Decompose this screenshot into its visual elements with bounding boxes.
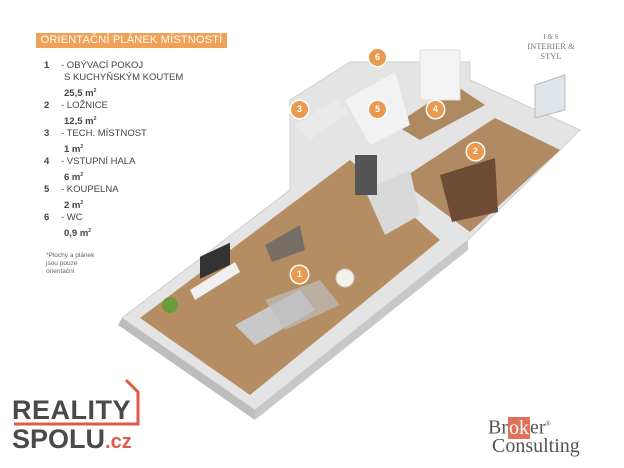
room-area: 25,5 m2 bbox=[64, 87, 97, 99]
reality-spolu-logo: REALITY SPOLU.cz bbox=[12, 378, 140, 457]
room-number: 1 bbox=[44, 60, 50, 71]
living-room-floor bbox=[140, 160, 440, 395]
legend-item: 2 - LOŽNICE bbox=[44, 100, 183, 112]
room-number: 5 bbox=[44, 184, 50, 196]
wall-shadow-right bbox=[255, 240, 468, 420]
room-name: - KOUPELNA bbox=[61, 184, 119, 196]
room-marker-6: 6 bbox=[369, 49, 386, 66]
kitchen-counter bbox=[365, 170, 420, 235]
room-name-cont: S KUCHYŇSKÝM KOUTEM bbox=[64, 72, 184, 84]
room-name: - TECH. MÍSTNOST bbox=[61, 128, 147, 140]
dining-chairs bbox=[265, 225, 305, 262]
room-marker-3: 3 bbox=[291, 101, 308, 118]
room-area: 12,5 m2 bbox=[64, 115, 97, 127]
plant bbox=[162, 297, 178, 313]
wall-shadow bbox=[118, 318, 255, 420]
legend-item: 3 - TECH. MÍSTNOST bbox=[44, 128, 183, 140]
wardrobe bbox=[440, 158, 498, 222]
room-name: - OBÝVACÍ POKOJ bbox=[61, 60, 144, 71]
room-area: 2 m2 bbox=[64, 199, 84, 211]
room-name: - VSTUPNÍ HALA bbox=[61, 156, 136, 168]
room-marker-2: 2 bbox=[467, 143, 484, 160]
room-marker-5: 5 bbox=[369, 101, 386, 118]
legend-item: 5 - KOUPELNA bbox=[44, 184, 183, 196]
tech-room-floor bbox=[295, 100, 350, 140]
room-number: 4 bbox=[44, 156, 50, 168]
legend-item: 1 - OBÝVACÍ POKOJ bbox=[44, 60, 183, 72]
balcony-window bbox=[534, 74, 566, 119]
room-area: 0,9 m2 bbox=[64, 227, 92, 239]
room-area: 6 m2 bbox=[64, 171, 84, 183]
interier-styl-logo: I & S INTERIER & STYL bbox=[527, 33, 575, 61]
room-number: 3 bbox=[44, 128, 50, 140]
disclaimer-note: *Plochy a plánek jsou pouze orientační bbox=[46, 252, 95, 275]
legend-item: 6 - WC bbox=[44, 212, 183, 224]
tv bbox=[200, 242, 230, 279]
room-area: 1 m2 bbox=[64, 143, 84, 155]
room-name: - WC bbox=[61, 212, 83, 224]
broker-consulting-logo: Broker® Consulting bbox=[488, 416, 580, 457]
plan-title: ORIENTAČNÍ PLÁNEK MÍSTNOSTÍ bbox=[36, 33, 227, 48]
rug bbox=[265, 280, 340, 330]
room-legend: 1 - OBÝVACÍ POKOJ S KUCHYŇSKÝM KOUTEM 25,… bbox=[44, 60, 183, 240]
room-marker-1: 1 bbox=[291, 266, 308, 283]
fridge bbox=[355, 155, 377, 195]
room-name: - LOŽNICE bbox=[61, 100, 108, 112]
legend-item: 4 - VSTUPNÍ HALA bbox=[44, 156, 183, 168]
floor-lamp bbox=[335, 268, 355, 288]
room-number: 6 bbox=[44, 212, 50, 224]
house-roof-icon bbox=[14, 378, 140, 426]
room-number: 2 bbox=[44, 100, 50, 112]
entry-door-wall bbox=[419, 49, 461, 101]
room-marker-4: 4 bbox=[427, 101, 444, 118]
tv-stand bbox=[190, 262, 240, 300]
